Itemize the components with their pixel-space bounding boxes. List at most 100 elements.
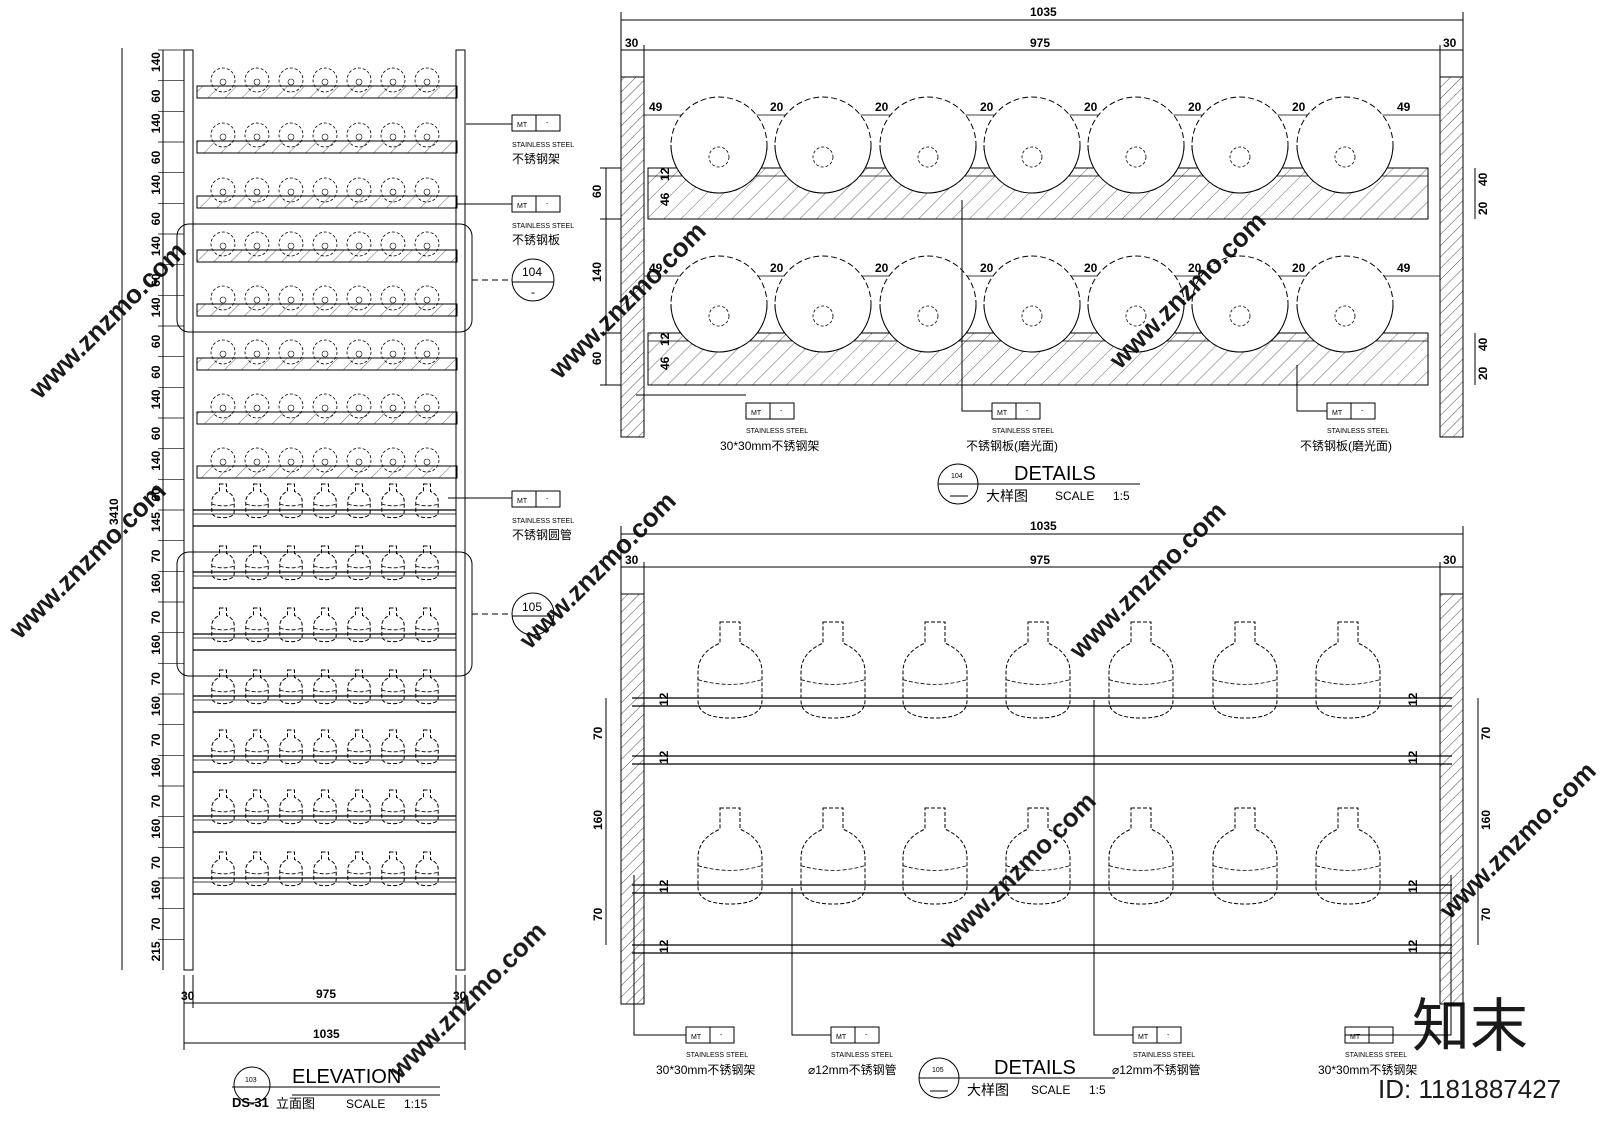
elev-bottle: [245, 789, 269, 825]
d104-dim-12-b: 12: [658, 332, 672, 346]
d104-slot-dim: 49: [1397, 100, 1411, 114]
elev-bottle: [211, 729, 235, 765]
d105-bottle: [697, 621, 763, 719]
svg-text:STAINLESS STEEL: STAINLESS STEEL: [1345, 1052, 1407, 1059]
elev-bottle: [347, 669, 371, 705]
elev-bottle: [415, 545, 439, 581]
d105-left-wall: [620, 593, 645, 1005]
d105-tube-dim: 12: [1406, 879, 1420, 893]
svg-text:104: 104: [522, 265, 542, 279]
elev-bottle: [415, 607, 439, 643]
d105-callout-3: MT - STAINLESS STEEL ⌀12mm不锈钢管: [1093, 700, 1201, 1077]
elev-bottle: [279, 851, 303, 887]
elev-bottle: [381, 483, 405, 519]
svg-text:MT: MT: [1350, 1034, 1361, 1041]
elev-dim-value: 140: [149, 297, 163, 317]
d105-tube-dim: 12: [1406, 939, 1420, 953]
watermark-site-1: www.znzmo.com: [22, 236, 191, 405]
elev-bottle: [279, 669, 303, 705]
elev-bottle-end: [414, 285, 440, 311]
d104-dim-140: 140: [590, 262, 604, 282]
elevation-bottom-dims: [183, 975, 466, 1050]
svg-text:MT: MT: [517, 203, 528, 210]
d104-dim-46-a: 46: [658, 192, 672, 206]
elev-bottle: [279, 789, 303, 825]
svg-text:-: -: [1379, 1032, 1382, 1039]
svg-text:1:5: 1:5: [1089, 1083, 1106, 1097]
elev-dim-1035: 1035: [313, 1027, 340, 1041]
d104-slot-dim: 20: [1292, 261, 1306, 275]
d104-slot-dim: 20: [875, 261, 889, 275]
svg-text:STAINLESS STEEL: STAINLESS STEEL: [512, 518, 574, 525]
elev-bottle-end: [312, 67, 338, 93]
d104-dim-12-a: 12: [658, 167, 672, 181]
d105-callout-4: MT - STAINLESS STEEL 30*30mm不锈钢架: [1318, 875, 1452, 1077]
d104-callout-2: MT - STAINLESS STEEL 不锈钢板(磨光面): [961, 200, 1058, 453]
elev-bottle: [245, 851, 269, 887]
detail-104-frame: [176, 223, 473, 333]
d104-dim-46-b: 46: [658, 356, 672, 370]
d104-total: 1035: [1030, 5, 1057, 19]
elev-bottle-end: [278, 447, 304, 473]
d105-bottle: [1212, 621, 1278, 719]
detail-ref-104: 104 -: [472, 258, 555, 302]
watermark-site-5: www.znzmo.com: [512, 486, 681, 655]
d105-bottle: [1315, 807, 1381, 905]
d105-total: 1035: [1030, 519, 1057, 533]
elev-dim-value: 160: [149, 634, 163, 654]
d104-dim-60-a: 60: [590, 184, 604, 198]
elev-bottle-end: [244, 231, 270, 257]
svg-text:30*30mm不锈钢架: 30*30mm不锈钢架: [1318, 1063, 1417, 1077]
elev-shelf-plate: [196, 195, 458, 209]
elev-shelf-plate: [196, 411, 458, 425]
d105-tube-dim: 12: [1406, 750, 1420, 764]
d105-bottle: [697, 807, 763, 905]
elev-dim-value: 70: [149, 856, 163, 870]
elev-bottle: [415, 729, 439, 765]
elev-dim-value: 60: [149, 150, 163, 164]
elev-bottle-end: [278, 393, 304, 419]
elev-bottle-end: [244, 393, 270, 419]
elev-bottle: [415, 483, 439, 519]
d105-bottle: [902, 807, 968, 905]
d105-title-block: 105 DETAILS 大样图 SCALE 1:5: [918, 1057, 1115, 1099]
d104-slot-dim: 49: [649, 261, 663, 275]
d104-title-block: 104 DETAILS 大样图 SCALE 1:5: [937, 463, 1140, 505]
svg-text:DETAILS: DETAILS: [1014, 463, 1096, 485]
d104-left-30: 30: [625, 36, 639, 50]
svg-text:-: -: [546, 201, 549, 208]
elev-dim-value: 140: [149, 113, 163, 133]
svg-text:STAINLESS STEEL: STAINLESS STEEL: [992, 428, 1054, 435]
elev-bottle: [313, 789, 337, 825]
elev-bottle-end: [414, 122, 440, 148]
watermark-id: ID: 1181887427: [1378, 1074, 1561, 1104]
elev-dim-value: 60: [149, 273, 163, 287]
elev-bottle-end: [210, 447, 236, 473]
elev-bottle: [211, 607, 235, 643]
d105-left-70-b: 70: [591, 907, 605, 921]
elev-bottle: [381, 851, 405, 887]
watermark-site-7: www.znzmo.com: [382, 916, 551, 1085]
elev-bottle-end: [210, 177, 236, 203]
svg-text:-: -: [546, 120, 549, 127]
svg-text:STAINLESS STEEL: STAINLESS STEEL: [686, 1052, 748, 1059]
d105-bottle: [800, 807, 866, 905]
detail-105-frame: [176, 551, 473, 677]
elev-dim-value: 140: [149, 174, 163, 194]
elev-bottle-end: [210, 231, 236, 257]
elev-dim-value: 70: [149, 917, 163, 931]
elev-dim-value: 160: [149, 696, 163, 716]
d105-tube-dim: 12: [657, 939, 671, 953]
elev-bottle-end: [312, 177, 338, 203]
d105-tube-dim: 12: [657, 750, 671, 764]
svg-text:DS-31: DS-31: [232, 1095, 269, 1110]
d105-bottle: [1315, 621, 1381, 719]
elev-bottle-end: [414, 231, 440, 257]
d104-slot-dim: 49: [1397, 261, 1411, 275]
elev-dim-right-30: 30: [453, 989, 467, 1003]
elev-dim-value: 70: [149, 672, 163, 686]
detail-ref-105: 105 -: [472, 592, 555, 636]
elev-bottle: [347, 789, 371, 825]
elev-bottle-end: [346, 122, 372, 148]
